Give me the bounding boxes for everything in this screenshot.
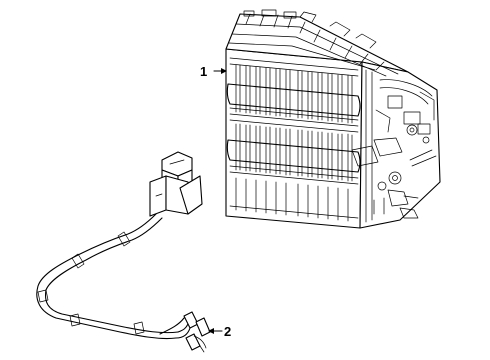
callout-label-1: 1 [200, 64, 207, 79]
battery-module-icon [225, 9, 441, 229]
callout-1: 1 [200, 64, 227, 79]
wire-harness-icon [36, 151, 211, 353]
arrowhead-2 [208, 328, 214, 334]
callout-label-2: 2 [224, 324, 231, 339]
arrowhead-1 [221, 68, 227, 74]
callout-2: 2 [208, 324, 231, 339]
